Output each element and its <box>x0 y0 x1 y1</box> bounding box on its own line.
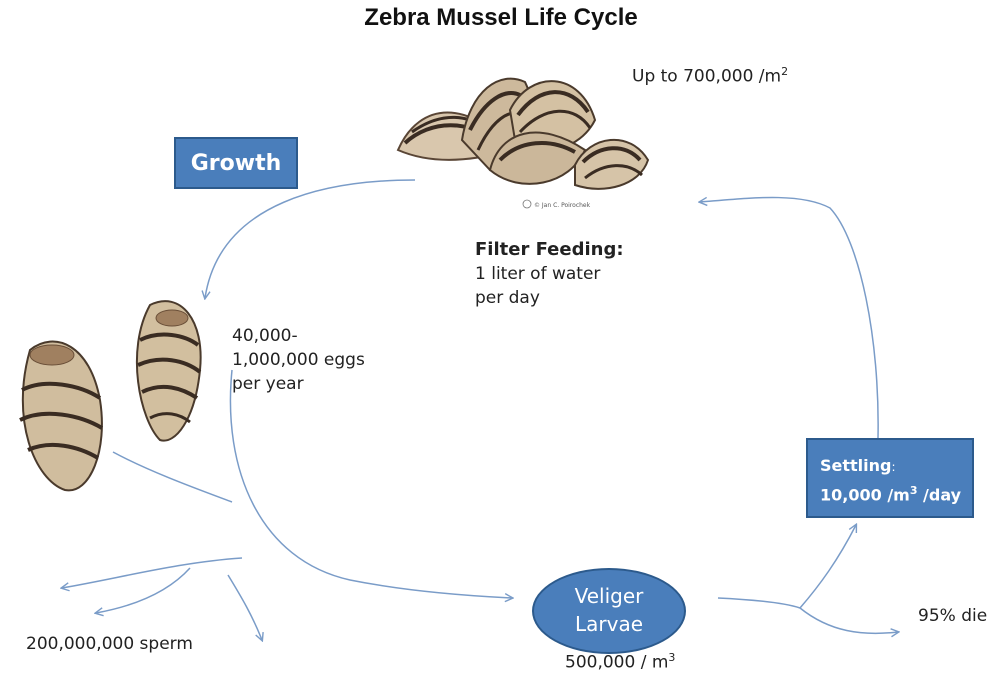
male-mussel-image <box>20 342 102 491</box>
photo-credit: © Jan C. Poirochek <box>534 202 591 209</box>
mussel-cluster-image: © Jan C. Poirochek <box>398 79 648 209</box>
filter-feeding-text: Filter Feeding: 1 liter of water per day <box>475 238 624 310</box>
settling-box: Settling: 10,000 /m3 /day <box>806 438 974 518</box>
filter-feeding-heading: Filter Feeding: <box>475 238 624 262</box>
female-mussel-image <box>137 301 201 441</box>
sperm-count-label: 200,000,000 sperm <box>26 632 193 656</box>
filter-feeding-line2: per day <box>475 286 624 310</box>
veliger-larvae-ellipse: Veliger Larvae <box>532 568 686 654</box>
growth-box: Growth <box>174 137 298 189</box>
filter-feeding-line1: 1 liter of water <box>475 262 624 286</box>
die-rate-label: 95% die <box>918 604 987 628</box>
adult-density-label: Up to 700,000 /m2 <box>632 60 788 89</box>
egg-count-text: 40,000- 1,000,000 eggs per year <box>232 324 365 396</box>
larvae-density-label: 500,000 / m3 <box>565 646 675 675</box>
